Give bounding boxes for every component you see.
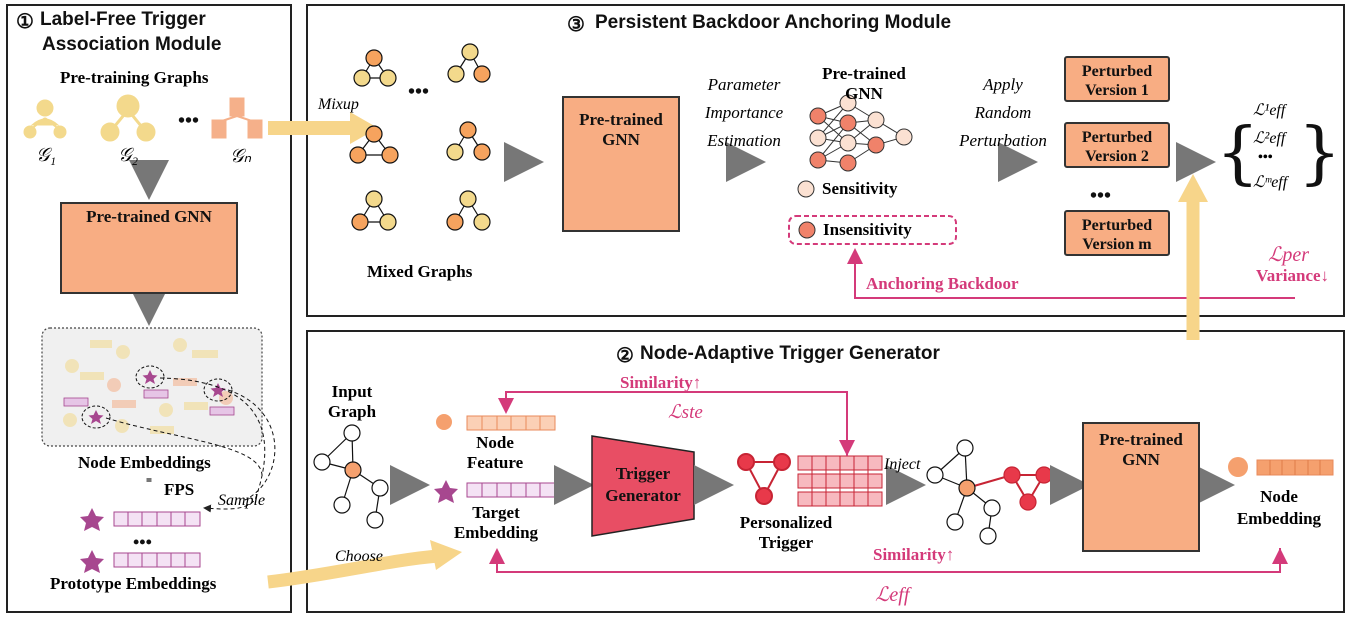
input-graph-2: Graph: [327, 402, 377, 421]
pretrained-gnn-box-2: Pre-trained GNN: [1082, 422, 1200, 552]
pretrained-gnn-box-3: Pre-trained GNN: [562, 96, 680, 232]
sensitivity-network: [809, 94, 913, 172]
graph-icon-1: [23, 99, 67, 139]
svg-text:•••: •••: [133, 532, 152, 552]
perturbed-version-2: Perturbed Version 2: [1064, 122, 1170, 168]
panel3-number: ③: [567, 14, 585, 36]
panel3-title: Persistent Backdoor Anchoring Module: [595, 12, 952, 33]
embedding-cloud: [63, 338, 233, 434]
target-embedding-2: Embedding: [453, 523, 539, 542]
input-graph-1: Input: [331, 382, 373, 401]
perturbed-version-1: Perturbed Version 1: [1064, 56, 1170, 102]
svg-text:•••: •••: [1090, 185, 1111, 207]
pretrained-gnn-label-2a: Pre-trained: [1099, 430, 1183, 449]
apply-random-3: Perturbation: [959, 131, 1047, 150]
target-embedding-1: Target: [472, 503, 520, 522]
choose-label: Choose: [335, 548, 383, 565]
loss-eff: ℒeff: [875, 584, 910, 606]
pretrained-gnn-label-3: Pre-trained GNN: [579, 110, 663, 149]
panel1-number: ①: [16, 11, 34, 33]
graph-icon-2: [100, 94, 156, 142]
panel1-title-line1: Label-Free Trigger: [40, 9, 206, 30]
trigger-features: [797, 455, 883, 507]
panel-trigger-generator: [306, 330, 1345, 613]
prototype-samples: [63, 365, 235, 429]
insensitivity-label: Insensitivity: [823, 220, 912, 239]
graph-icon-n: [211, 97, 263, 139]
node-embeddings-label: Node Embeddings: [78, 453, 211, 472]
mixed-graphs-label: Mixed Graphs: [367, 262, 473, 281]
variance-label: Variance↓: [1256, 266, 1330, 285]
injected-graph: [926, 439, 1053, 545]
similarity-bottom-label: Similarity↑: [873, 545, 955, 564]
graph-label-2: 𝒢₂: [118, 145, 139, 166]
anchoring-backdoor-label: Anchoring Backdoor: [866, 274, 1019, 293]
apply-random-1: Apply: [983, 75, 1023, 94]
pretrained-top-2: GNN: [845, 84, 883, 103]
pretrained-gnn-label-1: Pre-trained GNN: [86, 207, 212, 226]
personalized-trigger-1: Personalized: [739, 513, 833, 532]
panel2-number: ②: [616, 345, 634, 367]
panel-trigger-association: [6, 4, 292, 613]
input-graph: [313, 424, 389, 529]
panel1-title-line2: Association Module: [42, 34, 222, 55]
sample-label: Sample: [218, 492, 266, 509]
sensitivity-label: Sensitivity: [822, 179, 898, 198]
panel-backdoor-anchoring: [306, 4, 1345, 317]
perturbed-version-m: Perturbed Version m: [1064, 210, 1170, 256]
loss-ste: ℒste: [668, 402, 703, 423]
svg-text:{: {: [1216, 114, 1259, 193]
svg-text:•••: •••: [408, 81, 429, 103]
trigger-generator-1: Trigger: [615, 464, 671, 483]
personalized-trigger-2: Trigger: [758, 533, 814, 552]
pretrained-top-1: Pre-trained: [822, 64, 906, 83]
node-embedding-out-2: Embedding: [1236, 509, 1322, 528]
svg-text:•••: •••: [178, 110, 199, 132]
graph-label-1: 𝒢₁: [36, 145, 57, 166]
loss-per: ℒper: [1268, 244, 1310, 266]
inject-label: Inject: [884, 456, 921, 473]
param-importance-2: Importance: [704, 103, 784, 122]
panel2-title: Node-Adaptive Trigger Generator: [640, 343, 940, 364]
prototype-row-1: [80, 508, 201, 531]
loss-eff-1: ℒ¹eff: [1253, 102, 1286, 119]
mixup-label: Mixup: [318, 96, 359, 113]
param-importance-1: Parameter: [707, 75, 781, 94]
mixed-graphs: [349, 43, 491, 231]
loss-ellipsis: •••: [1258, 150, 1273, 165]
pretrained-gnn-box-1: Pre-trained GNN: [60, 202, 238, 294]
loss-eff-m: ℒᵐeff: [1253, 174, 1288, 191]
apply-random-2: Random: [974, 103, 1032, 122]
trigger-subgraph: [737, 453, 791, 505]
loss-eff-2: ℒ²eff: [1253, 130, 1286, 147]
svg-text:}: }: [1298, 114, 1341, 193]
pretraining-graphs-label: Pre-training Graphs: [60, 68, 209, 87]
node-feature-1: Node: [476, 433, 514, 452]
graph-label-n: 𝒢ₙ: [230, 146, 252, 167]
pretrained-gnn-label-2b: GNN: [1122, 450, 1160, 469]
param-importance-3: Estimation: [707, 131, 781, 150]
similarity-top-label: Similarity↑: [620, 373, 702, 392]
node-feature-2: Feature: [466, 453, 524, 472]
trigger-generator-2: Generator: [605, 486, 681, 505]
fps-label: FPS: [164, 480, 195, 499]
prototype-embeddings-label: Prototype Embeddings: [50, 574, 217, 593]
prototype-row-2: [80, 550, 201, 573]
node-embedding-out-1: Node: [1260, 487, 1298, 506]
